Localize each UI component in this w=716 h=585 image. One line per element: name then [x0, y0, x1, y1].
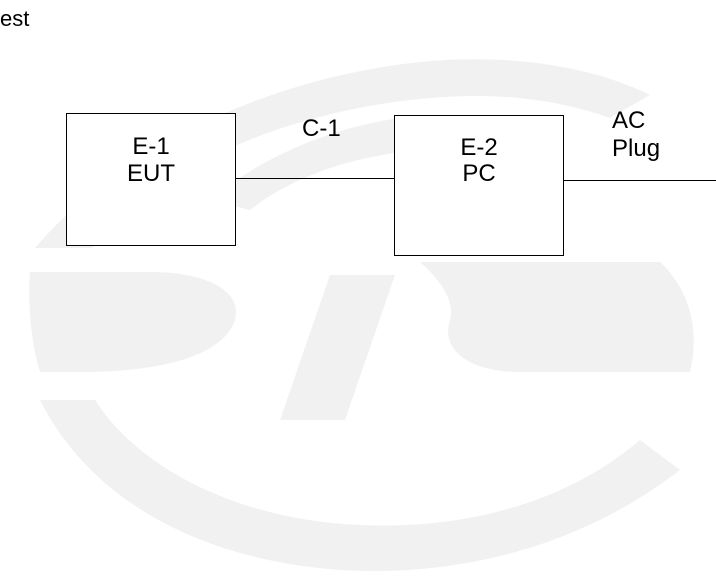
device-box-e2: E-2 PC	[394, 115, 564, 256]
device-name-label: PC	[462, 160, 496, 187]
header-text-fragment: est	[0, 6, 30, 31]
device-id-label: E-2	[460, 134, 498, 161]
power-label-line1: AC	[612, 107, 646, 134]
power-label: AC Plug	[612, 107, 660, 163]
cable-line-c1	[236, 178, 394, 179]
power-cord-line	[564, 180, 716, 181]
device-name-label: EUT	[127, 160, 175, 187]
device-id-label: E-1	[132, 133, 170, 160]
device-box-e1: E-1 EUT	[66, 113, 236, 246]
power-label-line2: Plug	[612, 135, 661, 162]
cable-label: C-1	[302, 115, 341, 142]
